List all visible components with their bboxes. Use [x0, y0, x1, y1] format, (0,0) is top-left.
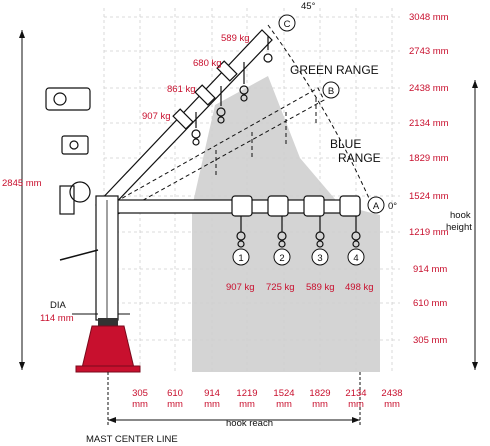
angle-0: 0°	[388, 201, 397, 212]
reach-tick-value: 1524	[273, 388, 294, 399]
capacity-c-3: 861 kg	[167, 84, 196, 95]
height-tick: 305 mm	[413, 335, 447, 346]
hook-height-label-line2: height	[446, 222, 472, 233]
hook-position-3: 3	[317, 253, 322, 264]
reach-tick-unit: mm	[167, 399, 183, 410]
reach-tick-value: 1829	[309, 388, 330, 399]
height-tick: 2438 mm	[409, 83, 449, 94]
capacity-a-4: 498 kg	[345, 282, 374, 293]
marker-a: A	[373, 201, 380, 212]
mast	[59, 185, 141, 373]
mast-center-line-label: MAST CENTER LINE	[86, 434, 178, 445]
green-range-label: GREEN RANGE	[290, 63, 379, 77]
reach-tick-value: 1219	[236, 388, 257, 399]
hook-position-2: 2	[279, 253, 284, 264]
marker-b: B	[328, 86, 334, 97]
reach-tick-value: 305	[132, 388, 148, 399]
marker-a-circle	[367, 196, 385, 214]
marker-c-circle	[278, 14, 296, 32]
mast-height-label: 2845 mm	[2, 178, 42, 189]
reach-tick-unit: mm	[312, 399, 328, 410]
reach-tick-unit: mm	[384, 399, 400, 410]
working-range-area	[192, 76, 380, 372]
hook-position-4: 4	[353, 253, 358, 264]
dia-value: 114 mm	[40, 313, 74, 324]
capacity-c-2: 680 kg	[193, 58, 222, 69]
capacity-c-4: 907 kg	[142, 111, 171, 122]
range-arc	[267, 24, 373, 206]
reach-tick-unit: mm	[132, 399, 148, 410]
reach-tick-value: 2134	[345, 388, 366, 399]
reach-tick-value: 2438	[381, 388, 402, 399]
hook-reach-label: hook reach	[226, 418, 273, 429]
boom-position-a	[99, 195, 361, 248]
reach-tick-value: 610	[167, 388, 183, 399]
blue-range-label-line2: RANGE	[338, 151, 381, 165]
height-tick: 3048 mm	[409, 12, 449, 23]
reach-tick-unit: mm	[348, 399, 364, 410]
capacity-a-3: 589 kg	[306, 282, 335, 293]
height-tick: 1524 mm	[409, 191, 449, 202]
reach-tick-unit: mm	[276, 399, 292, 410]
dia-label: DIA	[50, 300, 67, 311]
capacity-a-2: 725 kg	[266, 282, 295, 293]
capacity-a-1: 907 kg	[226, 282, 255, 293]
height-tick: 2134 mm	[409, 118, 449, 129]
marker-b-circle	[322, 81, 340, 99]
blue-range-label-line1: BLUE	[330, 137, 361, 151]
reach-tick-unit: mm	[204, 399, 220, 410]
reach-tick-value: 914	[204, 388, 220, 399]
capacity-c-1: 589 kg	[221, 33, 250, 44]
height-tick: 610 mm	[413, 298, 447, 309]
height-tick: 2743 mm	[409, 46, 449, 57]
winch-icons	[45, 87, 91, 203]
reach-ticks: 305 mm 610 mm 914 mm 1219 mm 1524 mm 182…	[132, 388, 403, 410]
height-tick: 1829 mm	[409, 153, 449, 164]
hook-height-label-line1: hook	[450, 210, 471, 221]
height-tick: 1219 mm	[409, 227, 449, 238]
mast-base	[81, 325, 135, 369]
reach-tick-unit: mm	[239, 399, 255, 410]
height-tick: 914 mm	[413, 264, 447, 275]
hook-position-1: 1	[238, 253, 243, 264]
angle-45: 45°	[301, 1, 316, 12]
marker-c: C	[284, 19, 291, 30]
